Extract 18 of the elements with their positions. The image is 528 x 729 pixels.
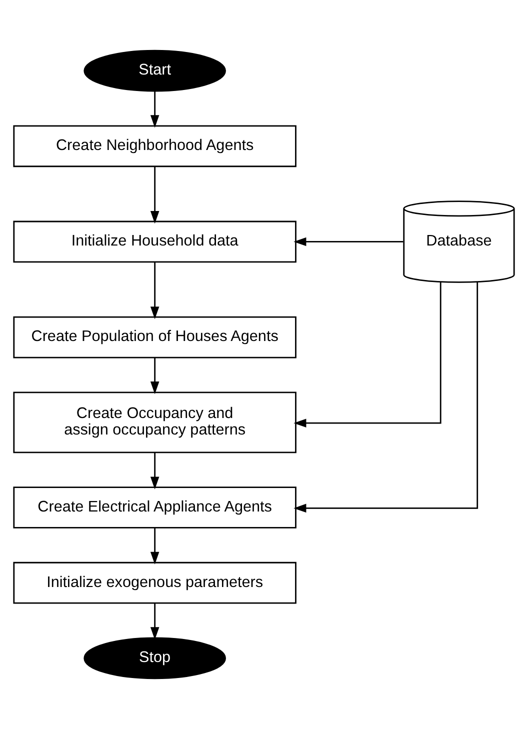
arrow	[150, 528, 160, 564]
node-box: Initialize exogenous parameters	[13, 562, 296, 604]
arrow	[150, 603, 160, 640]
node-box: Create Electrical Appliance Agents	[13, 486, 296, 528]
arrow	[150, 262, 160, 320]
node-box: Initialize Household data	[13, 220, 296, 263]
node-ellipse: Start	[84, 50, 226, 92]
node-ellipse: Stop	[84, 637, 226, 680]
node-box: Create Population of Houses Agents	[13, 316, 296, 358]
arrow	[150, 452, 160, 490]
node-box: Create Neighborhood Agents	[13, 125, 296, 168]
arrow	[150, 358, 160, 394]
arrow	[294, 282, 442, 428]
node-box: Create Occupancy and assign occupancy patterns	[13, 392, 296, 454]
arrow	[150, 91, 160, 128]
arrow	[294, 237, 404, 246]
arrow	[294, 282, 478, 513]
arrow	[150, 166, 160, 224]
